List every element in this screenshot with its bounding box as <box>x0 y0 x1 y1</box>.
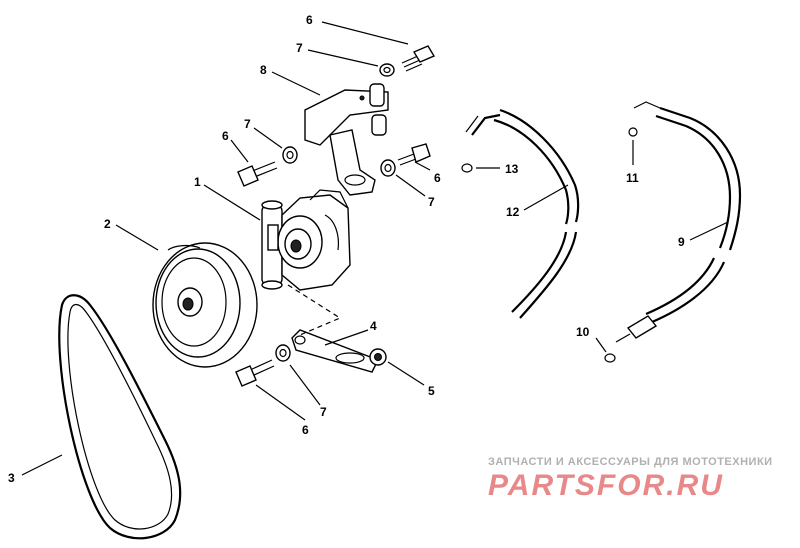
watermark-tagline: ЗАПЧАСТИ И АКСЕССУАРЫ ДЛЯ МОТОТЕХНИКИ <box>488 456 773 468</box>
watermark: ЗАПЧАСТИ И АКСЕССУАРЫ ДЛЯ МОТОТЕХНИКИ PA… <box>488 456 773 502</box>
hose-pressure <box>465 108 580 319</box>
callout-6: 6 <box>434 171 441 185</box>
callout-10: 10 <box>576 325 590 339</box>
bolt-bottom <box>235 359 275 387</box>
washer-right <box>380 159 396 177</box>
o-ring-13 <box>461 163 473 173</box>
callout-5: 5 <box>428 384 435 398</box>
adjusting-strap <box>291 329 379 373</box>
callout-6: 6 <box>302 423 309 437</box>
callout-4: 4 <box>370 319 377 333</box>
callout-labels: 6 7 8 7 6 6 7 1 2 13 12 11 9 10 4 5 7 6 … <box>8 13 685 485</box>
watermark-logo: PARTSFOR.RU <box>488 469 724 502</box>
washer-top <box>379 63 395 77</box>
o-ring-10 <box>604 353 616 363</box>
power-steering-pump <box>261 189 351 291</box>
callout-2: 2 <box>104 217 111 231</box>
callout-7: 7 <box>320 405 327 419</box>
washer-left <box>282 146 298 164</box>
mounting-bracket <box>304 83 389 196</box>
hose-return <box>615 101 742 343</box>
bolt-left <box>237 161 278 187</box>
drive-belt <box>58 294 182 540</box>
callout-9: 9 <box>678 235 685 249</box>
washer-bottom <box>275 344 291 362</box>
callout-6: 6 <box>222 129 229 143</box>
callout-12: 12 <box>506 205 520 219</box>
callout-13: 13 <box>505 162 519 176</box>
leader-lines <box>21 21 729 476</box>
callout-7: 7 <box>244 117 251 131</box>
bolt-top <box>401 45 436 72</box>
o-ring-11 <box>628 127 638 137</box>
callout-7: 7 <box>428 195 435 209</box>
callout-8: 8 <box>260 63 267 77</box>
nut <box>369 348 387 366</box>
pulley <box>152 242 258 368</box>
bolt-right <box>397 143 431 166</box>
callout-6: 6 <box>306 13 313 27</box>
callout-3: 3 <box>8 471 15 485</box>
callout-1: 1 <box>194 175 201 189</box>
callout-11: 11 <box>626 171 639 185</box>
callout-7: 7 <box>296 41 303 55</box>
